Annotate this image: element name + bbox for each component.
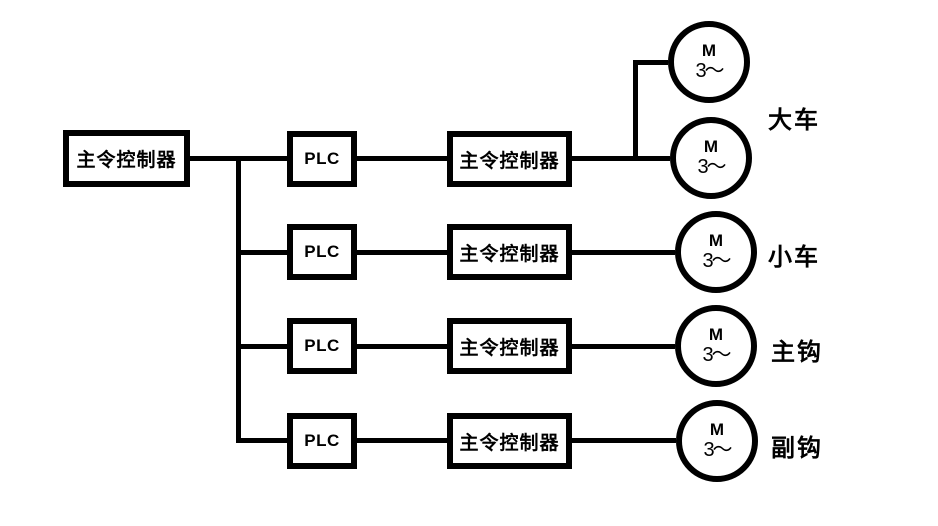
wire-bus-to-plc4 bbox=[236, 438, 287, 443]
controller-label: 主令控制器 bbox=[459, 337, 560, 359]
wire-controller3-to-motor3 bbox=[572, 344, 675, 349]
plc-label: PLC bbox=[304, 242, 340, 261]
wire-bus-to-plc2 bbox=[236, 250, 287, 255]
plc-box-row4: PLC bbox=[287, 413, 357, 469]
master-controller-label: 主令控制器 bbox=[76, 150, 177, 171]
group-label-zhugou: 主钩 bbox=[771, 339, 823, 366]
motor-row4: M 3～ bbox=[676, 400, 758, 482]
wire-fork-to-motor1a bbox=[637, 60, 668, 65]
motor-phase-label: 3～ bbox=[697, 155, 726, 178]
motor-row2: M 3～ bbox=[675, 211, 757, 293]
wire-fork-vertical-row1 bbox=[633, 60, 638, 161]
wire-plc4-to-controller4 bbox=[357, 438, 447, 443]
controller-label: 主令控制器 bbox=[459, 150, 560, 172]
controller-label: 主令控制器 bbox=[459, 243, 560, 265]
controller-box-row2: 主令控制器 bbox=[447, 224, 572, 280]
group-label-dache: 大车 bbox=[768, 107, 820, 134]
controller-box-row3: 主令控制器 bbox=[447, 318, 572, 374]
wire-controller2-to-motor2 bbox=[572, 250, 675, 255]
group-label-xiaoche: 小车 bbox=[768, 244, 820, 271]
group-label-fugou: 副钩 bbox=[771, 435, 823, 462]
plc-box-row3: PLC bbox=[287, 318, 357, 374]
wire-plc2-to-controller2 bbox=[357, 250, 447, 255]
controller-box-row1: 主令控制器 bbox=[447, 131, 572, 187]
bus-vertical-line bbox=[236, 156, 241, 443]
controller-box-row4: 主令控制器 bbox=[447, 413, 572, 469]
wire-plc1-to-controller1 bbox=[357, 156, 447, 161]
wire-plc3-to-controller3 bbox=[357, 344, 447, 349]
motor-row1-upper: M 3～ bbox=[668, 21, 750, 103]
motor-letter: M bbox=[701, 41, 717, 61]
plc-label: PLC bbox=[304, 431, 340, 450]
motor-row3: M 3～ bbox=[675, 305, 757, 387]
motor-phase-label: 3～ bbox=[702, 343, 731, 366]
master-controller-box: 主令控制器 bbox=[63, 130, 190, 187]
wire-controller4-to-motor4 bbox=[572, 438, 676, 443]
motor-phase-label: 3～ bbox=[695, 59, 724, 82]
motor-letter: M bbox=[709, 420, 725, 440]
plc-box-row2: PLC bbox=[287, 224, 357, 280]
controller-label: 主令控制器 bbox=[459, 432, 560, 454]
motor-phase-label: 3～ bbox=[702, 249, 731, 272]
plc-box-row1: PLC bbox=[287, 131, 357, 187]
plc-label: PLC bbox=[304, 336, 340, 355]
motor-letter: M bbox=[708, 325, 724, 345]
motor-phase-label: 3～ bbox=[703, 438, 732, 461]
wire-controller1-to-motor1b bbox=[572, 156, 670, 161]
motor-letter: M bbox=[708, 231, 724, 251]
wire-bus-to-plc3 bbox=[236, 344, 287, 349]
plc-label: PLC bbox=[304, 149, 340, 168]
motor-row1-lower: M 3～ bbox=[670, 117, 752, 199]
motor-letter: M bbox=[703, 137, 719, 157]
